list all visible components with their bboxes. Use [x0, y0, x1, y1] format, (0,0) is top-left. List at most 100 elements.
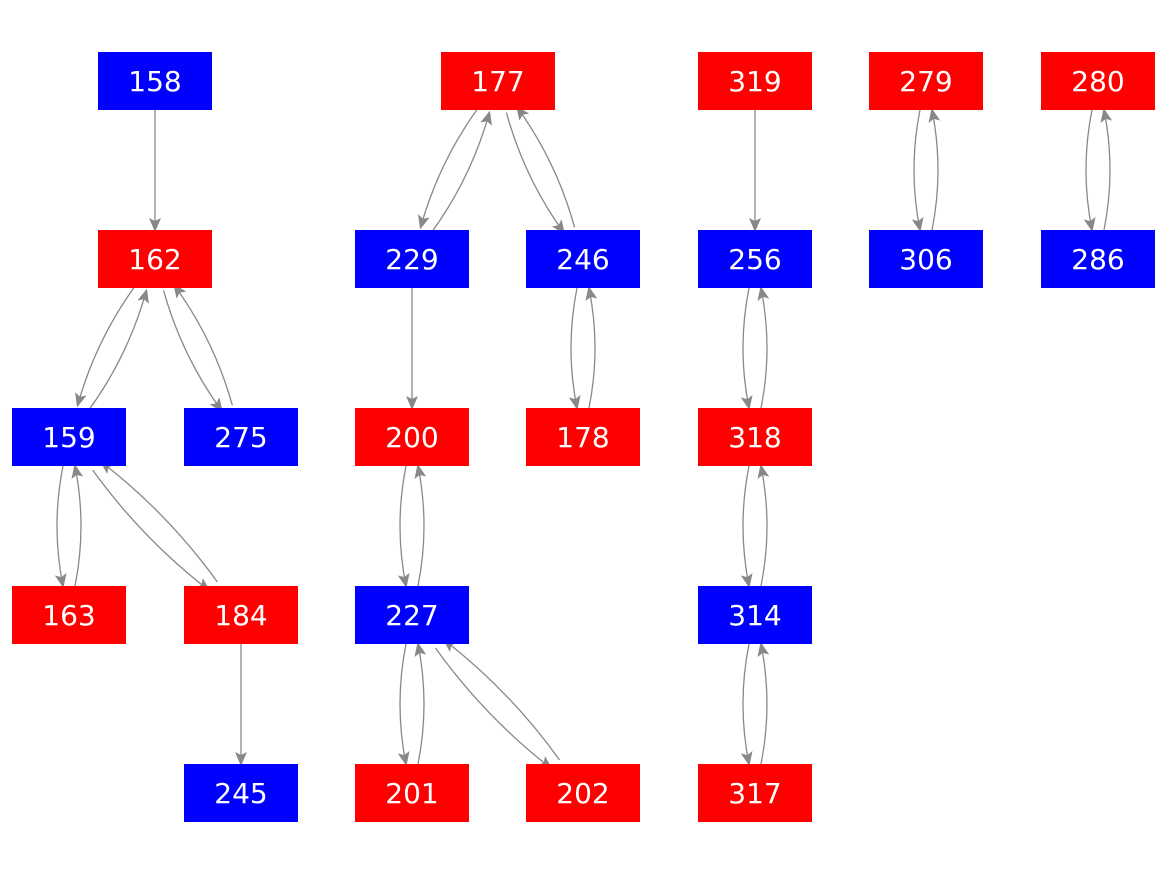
node-319: 319	[698, 52, 812, 110]
edge-314-to-318	[757, 464, 770, 587]
node-box-184	[184, 586, 298, 644]
edge-229-to-177	[430, 110, 492, 233]
node-box-280	[1041, 52, 1155, 110]
node-label-158: 158	[128, 65, 181, 98]
node-box-178	[526, 408, 640, 466]
node-box-202	[526, 764, 640, 822]
edge-200-to-227	[397, 465, 410, 588]
node-box-159	[12, 408, 126, 466]
node-box-201	[355, 764, 469, 822]
edge-184-to-159	[99, 460, 218, 583]
node-label-227: 227	[385, 599, 438, 632]
node-201: 201	[355, 764, 469, 822]
edge-227-to-200	[414, 464, 427, 587]
node-label-306: 306	[899, 243, 952, 276]
edge-163-to-159	[71, 464, 84, 587]
node-box-227	[355, 586, 469, 644]
edges-layer	[54, 105, 1113, 770]
edge-318-to-256	[757, 286, 770, 409]
node-label-286: 286	[1071, 243, 1124, 276]
edge-162-to-275	[162, 290, 223, 413]
node-177: 177	[441, 52, 555, 110]
node-label-200: 200	[385, 421, 438, 454]
node-label-275: 275	[214, 421, 267, 454]
node-label-201: 201	[385, 777, 438, 810]
node-label-177: 177	[471, 65, 524, 98]
node-label-314: 314	[728, 599, 781, 632]
edge-201-to-227	[414, 642, 427, 765]
node-label-184: 184	[214, 599, 267, 632]
node-box-286	[1041, 230, 1155, 288]
edge-159-to-163	[54, 465, 67, 588]
nodes-layer: 158 162 159 275 163 184 245 177 229 246 200 178 227 2…	[12, 52, 1155, 822]
node-256: 256	[698, 230, 812, 288]
node-label-246: 246	[556, 243, 609, 276]
edge-306-to-279	[928, 108, 941, 231]
node-label-245: 245	[214, 777, 267, 810]
node-178: 178	[526, 408, 640, 466]
edge-279-to-306	[911, 109, 924, 232]
node-158: 158	[98, 52, 212, 110]
edge-256-to-318	[740, 287, 753, 410]
node-label-162: 162	[128, 243, 181, 276]
node-314: 314	[698, 586, 812, 644]
node-label-318: 318	[728, 421, 781, 454]
node-box-177	[441, 52, 555, 110]
node-184: 184	[184, 586, 298, 644]
edge-227-to-201	[397, 643, 410, 766]
node-box-162	[98, 230, 212, 288]
node-label-159: 159	[42, 421, 95, 454]
edge-246-to-178	[568, 287, 581, 410]
node-box-158	[98, 52, 212, 110]
node-box-163	[12, 586, 126, 644]
node-label-279: 279	[899, 65, 952, 98]
node-246: 246	[526, 230, 640, 288]
node-box-245	[184, 764, 298, 822]
node-280: 280	[1041, 52, 1155, 110]
node-box-314	[698, 586, 812, 644]
node-box-317	[698, 764, 812, 822]
edge-162-to-159	[75, 285, 137, 408]
node-box-200	[355, 408, 469, 466]
node-286: 286	[1041, 230, 1155, 288]
edge-178-to-246	[585, 286, 598, 409]
node-317: 317	[698, 764, 812, 822]
edge-317-to-314	[757, 642, 770, 765]
node-box-319	[698, 52, 812, 110]
edge-286-to-280	[1100, 108, 1113, 231]
node-box-306	[869, 230, 983, 288]
edge-202-to-227	[442, 638, 560, 761]
node-box-275	[184, 408, 298, 466]
node-306: 306	[869, 230, 983, 288]
node-245: 245	[184, 764, 298, 822]
edge-159-to-162	[87, 288, 149, 411]
node-318: 318	[698, 408, 812, 466]
edge-177-to-229	[418, 107, 480, 230]
node-box-229	[355, 230, 469, 288]
node-159: 159	[12, 408, 126, 466]
node-label-319: 319	[728, 65, 781, 98]
node-label-280: 280	[1071, 65, 1124, 98]
node-163: 163	[12, 586, 126, 644]
node-box-256	[698, 230, 812, 288]
node-label-178: 178	[556, 421, 609, 454]
edge-177-to-246	[505, 112, 565, 235]
node-box-279	[869, 52, 983, 110]
node-279: 279	[869, 52, 983, 110]
edge-275-to-162	[173, 283, 234, 406]
node-box-318	[698, 408, 812, 466]
edge-318-to-314	[740, 465, 753, 588]
edge-314-to-317	[740, 643, 753, 766]
node-229: 229	[355, 230, 469, 288]
node-275: 275	[184, 408, 298, 466]
node-202: 202	[526, 764, 640, 822]
node-label-202: 202	[556, 777, 609, 810]
edge-159-to-184	[92, 469, 211, 592]
edge-227-to-202	[435, 647, 553, 770]
node-162: 162	[98, 230, 212, 288]
node-227: 227	[355, 586, 469, 644]
node-label-163: 163	[42, 599, 95, 632]
edge-246-to-177	[516, 105, 576, 228]
node-box-246	[526, 230, 640, 288]
